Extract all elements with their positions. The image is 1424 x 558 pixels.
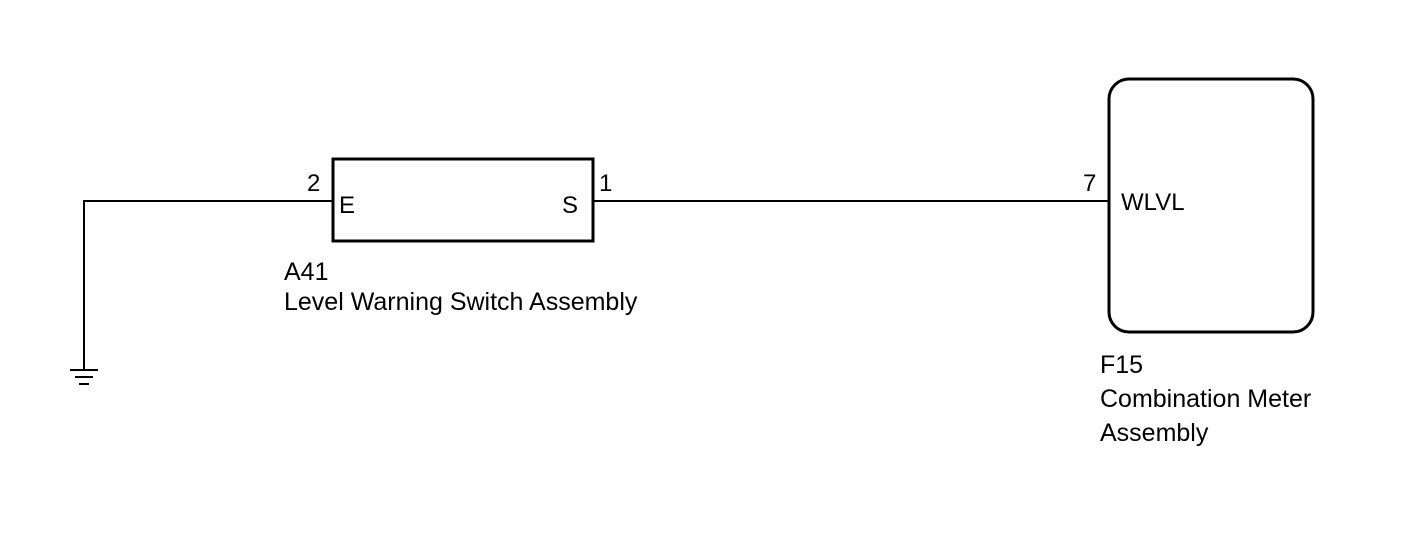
meter-pin-name: WLVL bbox=[1121, 189, 1185, 216]
ground-wire bbox=[83, 200, 333, 364]
switch-pin-right-number: 1 bbox=[599, 170, 612, 197]
meter-component-name-line1: Combination Meter bbox=[1100, 385, 1311, 413]
level-warning-switch-box bbox=[331, 157, 595, 243]
switch-pin-right-name: S bbox=[562, 192, 578, 219]
ground-symbol bbox=[70, 364, 98, 385]
switch-pin-left-name: E bbox=[339, 192, 355, 219]
switch-connector-id: A41 bbox=[284, 258, 328, 286]
combination-meter-box bbox=[1107, 77, 1315, 334]
meter-connector-id: F15 bbox=[1100, 351, 1143, 379]
switch-pin-left-number: 2 bbox=[307, 170, 320, 197]
switch-component-name: Level Warning Switch Assembly bbox=[284, 288, 638, 316]
meter-component-name-line2: Assembly bbox=[1100, 419, 1209, 447]
meter-pin-number: 7 bbox=[1083, 170, 1096, 197]
